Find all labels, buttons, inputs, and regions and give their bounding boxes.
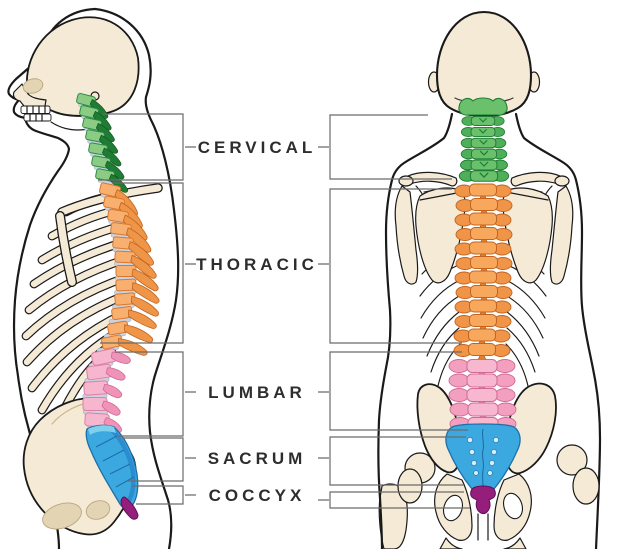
sacrum-label: SACRUM	[208, 449, 307, 468]
thoracic-bracket-right	[329, 188, 462, 344]
cervical-spine-lateral	[73, 92, 132, 194]
atlas	[458, 97, 508, 116]
cervical-bracket-left	[98, 113, 184, 181]
lateral-body-outline-front	[7, 7, 97, 549]
thoracic-bracket-left	[100, 182, 184, 344]
scapula-clavicle-lateral	[55, 183, 163, 287]
region-coccyx: COCCYX	[132, 485, 470, 509]
region-lumbar: LUMBAR	[115, 351, 468, 437]
thoracic-spine-posterior	[453, 183, 513, 362]
skull	[12, 16, 140, 131]
cervical-label: CERVICAL	[198, 138, 317, 157]
region-cervical: CERVICAL	[98, 113, 452, 181]
coccyx-bracket-right	[329, 491, 470, 509]
eye-socket	[22, 78, 44, 94]
coccyx-ticks	[185, 494, 329, 501]
region-sacrum: SACRUM	[122, 436, 466, 486]
thoracic-label: THORACIC	[196, 255, 318, 274]
humerus-left	[394, 185, 419, 285]
lateral-body-outline-back	[93, 7, 180, 549]
sacral-foramina	[467, 437, 499, 476]
coccyx-bracket-left	[132, 485, 184, 505]
region-annotations: CERVICAL THORACIC LUMBAR SACRUM COCCYX	[98, 113, 470, 509]
lateral-figure	[7, 7, 180, 549]
lumbar-bracket-right	[329, 351, 468, 431]
lumbar-spine-lateral	[82, 344, 132, 434]
posterior-outline-right	[514, 112, 602, 549]
lumbar-bracket-left	[115, 351, 184, 437]
sacrum-bracket-left	[122, 437, 184, 482]
ilium-right	[505, 382, 557, 475]
cervical-spine-posterior	[458, 97, 510, 182]
coccyx-label: COCCYX	[209, 486, 306, 505]
posterior-outline-left	[377, 112, 454, 549]
teeth	[20, 105, 52, 122]
shoulder-girdle	[394, 171, 574, 285]
lumbar-label: LUMBAR	[208, 383, 306, 402]
coccyx-posterior	[470, 485, 496, 515]
region-thoracic: THORACIC	[100, 182, 462, 344]
obturator-foramen-right	[502, 492, 524, 520]
posterior-figure	[377, 10, 602, 549]
cervical-bracket-right	[329, 114, 452, 180]
coccyx-lateral	[120, 496, 139, 520]
hip-joint-right	[556, 444, 588, 476]
sacrum-bracket-right	[329, 436, 466, 486]
cranium	[26, 16, 140, 117]
clavicle-right	[510, 171, 561, 187]
humerus-right	[549, 185, 574, 285]
